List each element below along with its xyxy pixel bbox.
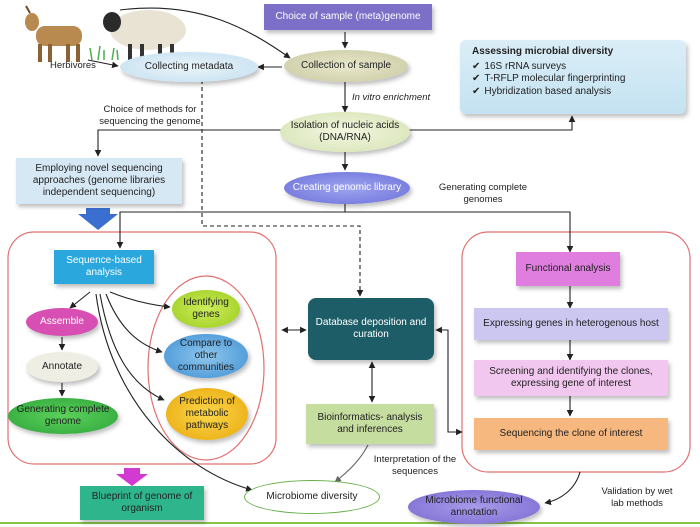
generating-complete-genome-node: Generating complete genome — [8, 398, 118, 434]
screening-node: Screening and identifying the clones, ex… — [474, 360, 668, 396]
blueprint-node: Blueprint of genome of organism — [80, 486, 204, 520]
in-vitro-label: In vitro enrichment — [352, 92, 431, 103]
database-node: Database deposition and curation — [308, 298, 434, 360]
collection-of-sample-node: Collection of sample — [284, 50, 408, 82]
identifying-genes-node: Identifying genes — [172, 290, 240, 328]
gray-arrow — [334, 444, 369, 483]
collecting-metadata-node: Collecting metadata — [120, 52, 258, 82]
assessing-diversity-box: Assessing microbial diversity 16S rRNA s… — [460, 40, 686, 114]
compare-node: Compare to other communities — [164, 334, 248, 378]
creating-library-node: Creating genomic library — [284, 172, 410, 204]
annotate-node: Annotate — [26, 352, 98, 382]
isolation-node: Isolation of nucleic acids (DNA/RNA) — [280, 112, 410, 152]
assemble-node: Assemble — [26, 308, 98, 336]
prediction-node: Prediction of metabolic pathways — [166, 388, 248, 440]
novel-sequencing-node: Employing novel sequencing approaches (g… — [16, 158, 182, 204]
microbiome-diversity-node: Microbiome diversity — [244, 480, 380, 514]
expressing-genes-node: Expressing genes in heterogenous host — [474, 308, 668, 340]
generating-genomes-label: Generating complete genomes — [438, 182, 528, 205]
assessing-title: Assessing microbial diversity — [472, 46, 614, 57]
goat-illustration — [25, 5, 82, 62]
magenta-block-arrow — [116, 468, 148, 486]
functional-analysis-node: Functional analysis — [516, 252, 620, 286]
bioinformatics-node: Bioinformatics- analysis and inferences — [306, 404, 434, 444]
blue-block-arrow — [78, 208, 118, 230]
choice-of-sample-node: Choice of sample (meta)genome — [264, 4, 432, 30]
sheep-illustration — [103, 10, 186, 60]
assessing-item: 16S rRNA surveys — [472, 61, 674, 74]
choice-methods-label: Choice of methods for sequencing the gen… — [99, 104, 201, 127]
assessing-item: T-RFLP molecular fingerprinting — [472, 73, 674, 86]
interpretation-label: Interpretation of the sequences — [373, 454, 457, 477]
sequence-region — [7, 231, 277, 465]
analysis-ellipse — [147, 275, 265, 461]
microbiome-functional-node: Microbiome functional annotation — [408, 490, 540, 524]
sequencing-clone-node: Sequencing the clone of interest — [474, 418, 668, 450]
assessing-item: Hybridization based analysis — [472, 86, 674, 99]
sequence-based-node: Sequence-based analysis — [54, 250, 154, 284]
grass-illustration — [89, 45, 119, 61]
validation-label: Validation by wet lab methods — [601, 486, 673, 509]
herbivores-label: Herbivores — [50, 60, 96, 71]
